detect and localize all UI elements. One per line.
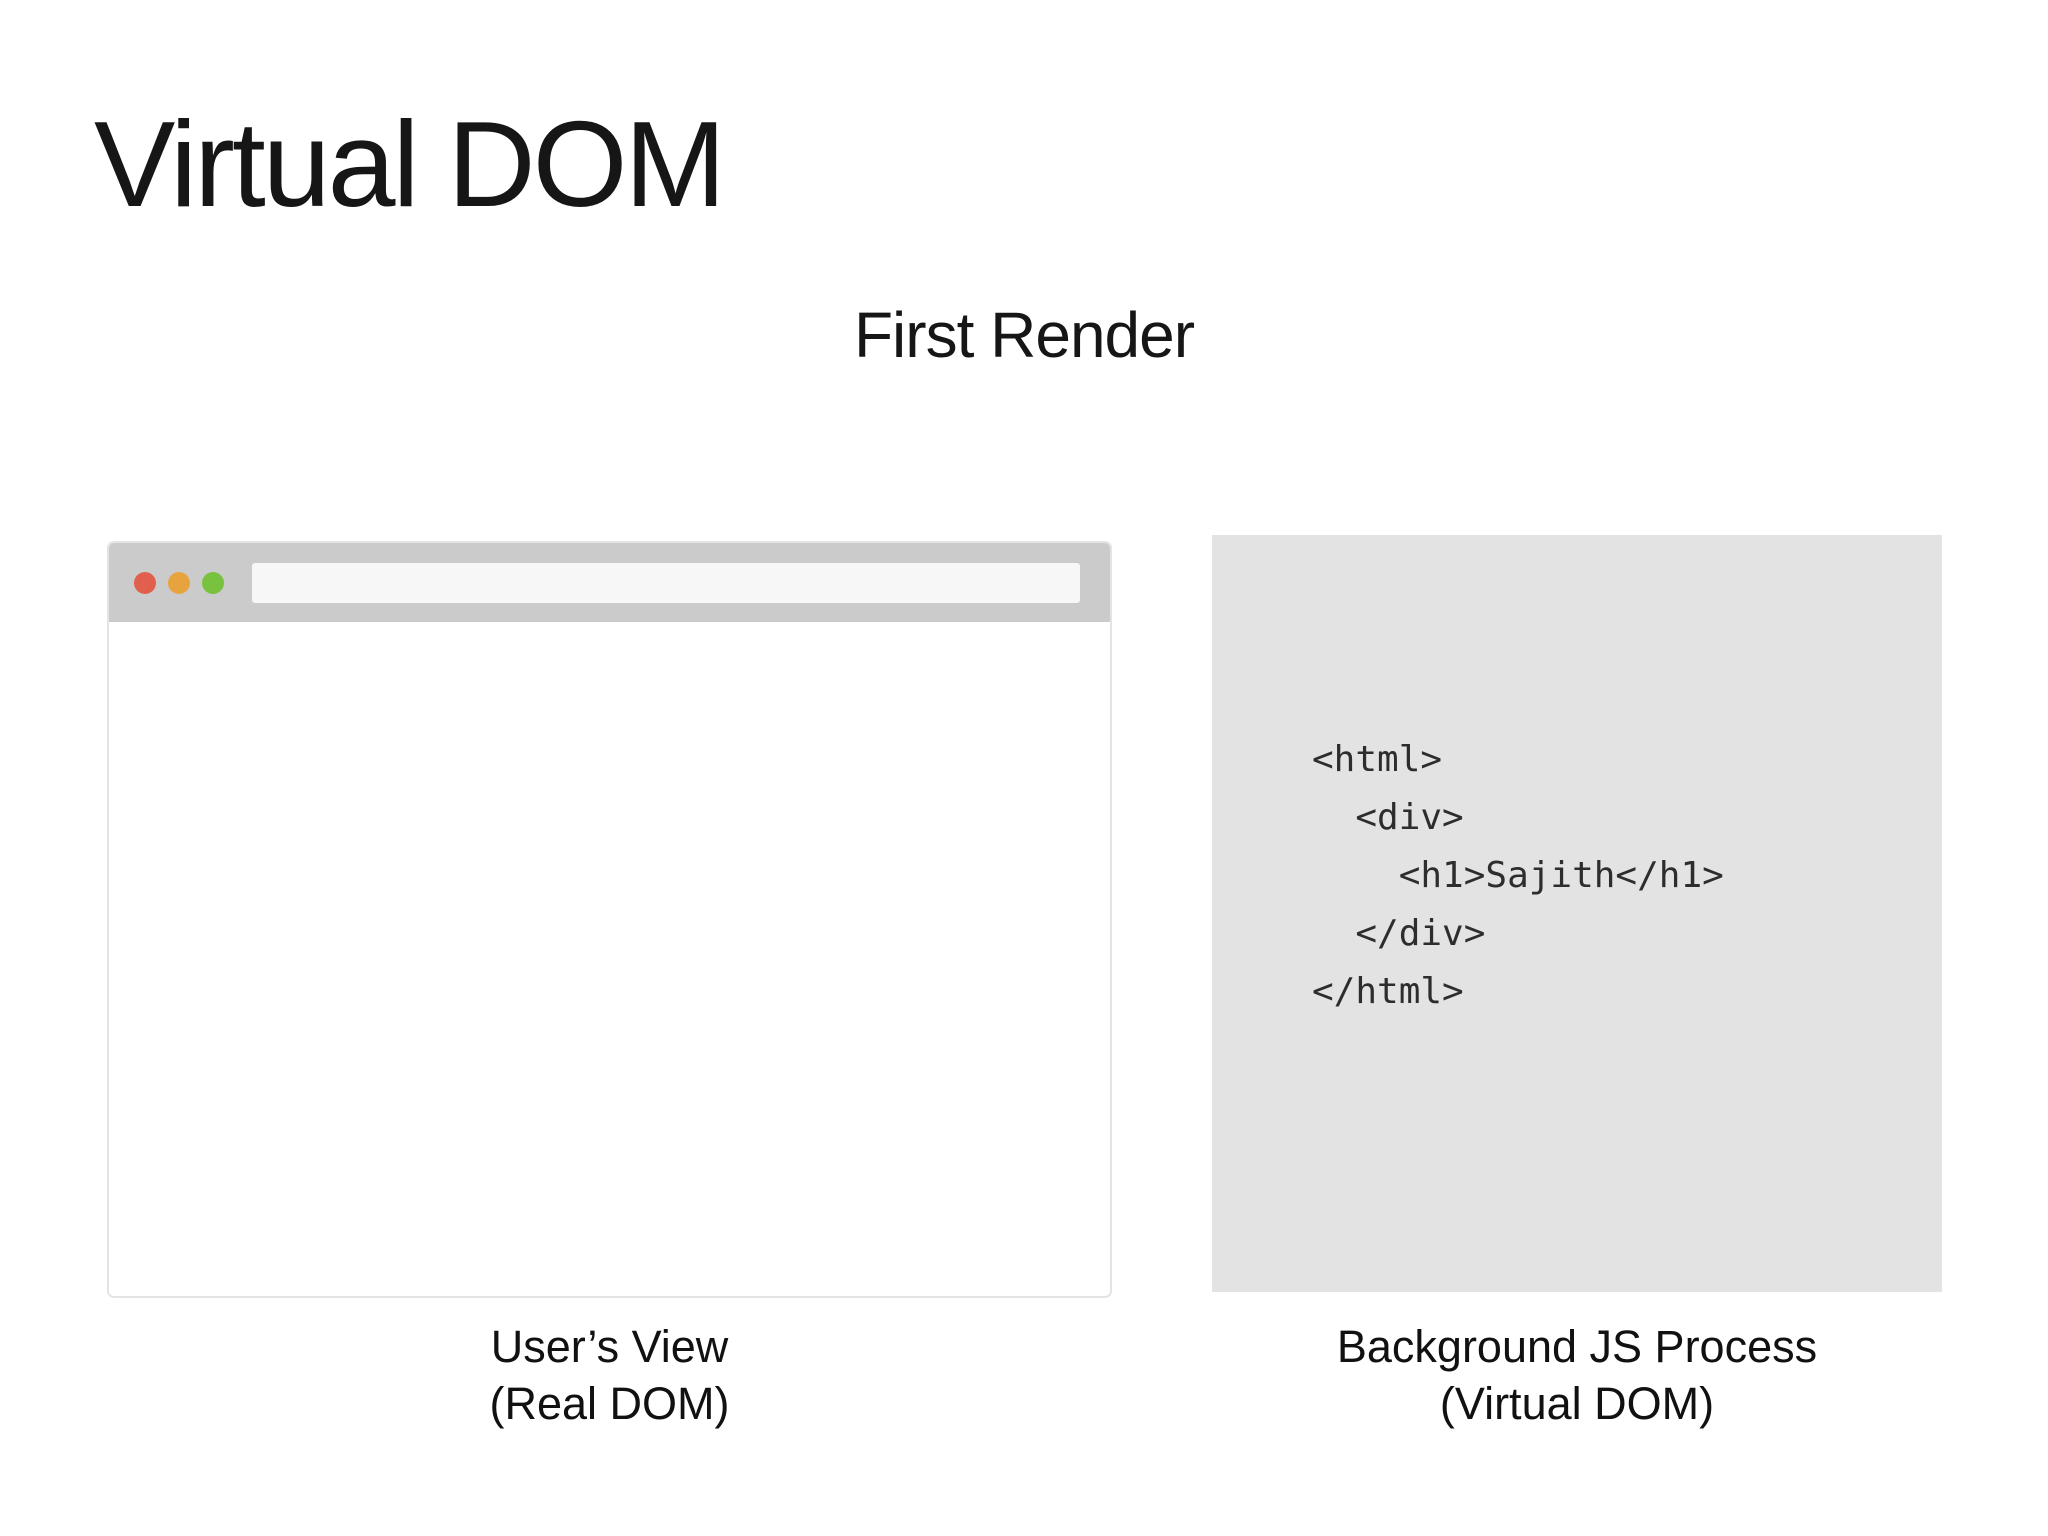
address-bar bbox=[252, 562, 1080, 603]
browser-titlebar bbox=[109, 543, 1110, 622]
virtual-dom-panel: <html> <div> <h1>Sajith</h1> </div> </ht… bbox=[1212, 535, 1942, 1292]
fullscreen-dot-icon bbox=[202, 571, 224, 594]
minimize-dot-icon bbox=[168, 571, 190, 594]
page-title: Virtual DOM bbox=[94, 96, 726, 232]
close-dot-icon bbox=[134, 571, 156, 594]
browser-window-mockup bbox=[107, 541, 1112, 1298]
real-dom-caption-line2: (Real DOM) bbox=[489, 1378, 730, 1429]
slide-subtitle: First Render bbox=[853, 299, 1195, 371]
virtual-dom-caption: Background JS Process (Virtual DOM) bbox=[1212, 1318, 1942, 1432]
real-dom-caption-line1: User’s View bbox=[490, 1321, 729, 1372]
virtual-dom-caption-line2: (Virtual DOM) bbox=[1439, 1378, 1715, 1429]
real-dom-caption: User’s View (Real DOM) bbox=[107, 1318, 1112, 1432]
virtual-dom-code: <html> <div> <h1>Sajith</h1> </div> </ht… bbox=[1312, 739, 1724, 1012]
traffic-lights bbox=[134, 571, 224, 594]
virtual-dom-caption-line1: Background JS Process bbox=[1336, 1321, 1818, 1372]
browser-content-area bbox=[109, 622, 1110, 1296]
